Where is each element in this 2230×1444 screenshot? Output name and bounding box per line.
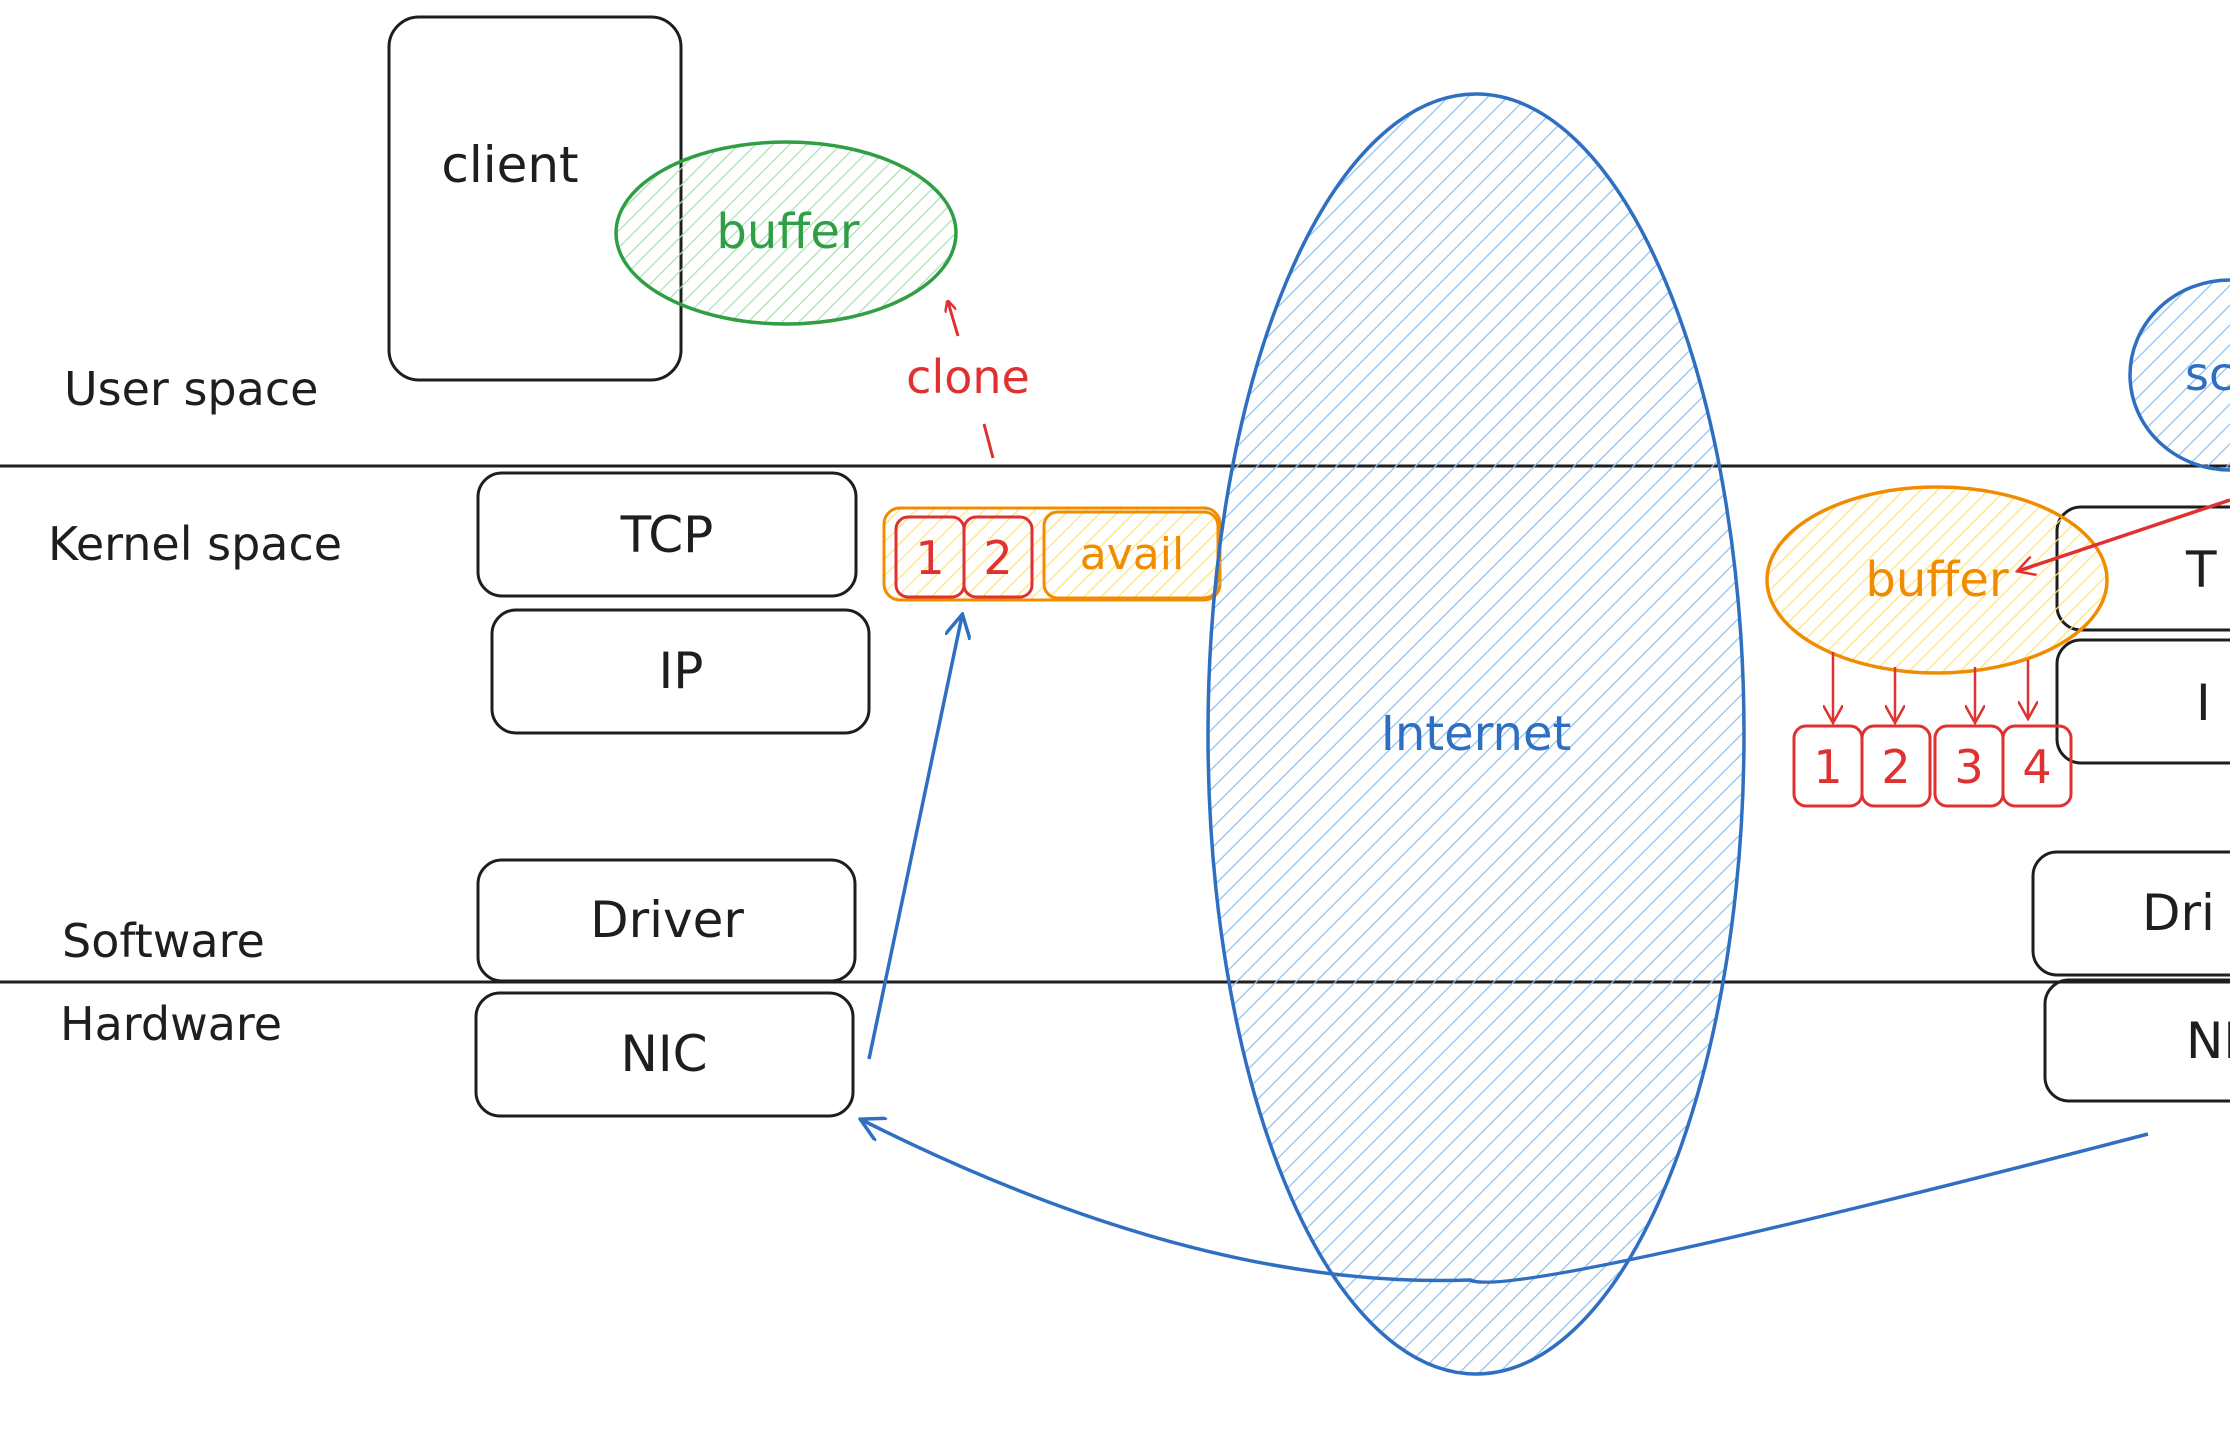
client-segment-label: 2 bbox=[983, 531, 1012, 585]
server-ip-label: I bbox=[2196, 674, 2211, 732]
server-segment bbox=[1860, 724, 1932, 808]
nic-to-ring-arrow bbox=[867, 616, 962, 1060]
server-nic-label: NI bbox=[2186, 1012, 2230, 1070]
client-avail-label: avail bbox=[1080, 529, 1184, 580]
client-driver-label: Driver bbox=[590, 891, 744, 949]
server-segment-label: 3 bbox=[1954, 740, 1983, 794]
client-tcp-label: TCP bbox=[620, 506, 714, 564]
server-write-arrow bbox=[2018, 498, 2230, 571]
client-segment bbox=[962, 515, 1034, 599]
server-tcp-label: T bbox=[2185, 541, 2217, 599]
client-nic-label: NIC bbox=[620, 1025, 707, 1083]
client-ip-label: IP bbox=[659, 642, 704, 700]
server-segment-label: 2 bbox=[1881, 740, 1910, 794]
client-label: client bbox=[441, 136, 578, 194]
layer-label-user-space: User space bbox=[64, 362, 318, 416]
client-buffer-label: buffer bbox=[716, 204, 859, 260]
internet-label: Internet bbox=[1381, 706, 1572, 762]
layer-label-hardware: Hardware bbox=[60, 997, 282, 1051]
server-nic-box bbox=[2043, 978, 2230, 1103]
client-ip-box bbox=[490, 608, 871, 735]
layer-label-software: Software bbox=[62, 914, 265, 968]
server-driver-box bbox=[2031, 850, 2230, 977]
server-buffer bbox=[1765, 485, 2109, 675]
server-buffer-label: buffer bbox=[1865, 552, 2008, 608]
server-segment-label: 4 bbox=[2022, 740, 2051, 794]
client-tcp-box bbox=[476, 471, 858, 598]
internet-cloud bbox=[1206, 92, 1746, 1376]
clone-arrow-upper bbox=[948, 302, 960, 337]
client-segment-label: 1 bbox=[915, 531, 944, 585]
client-driver-box bbox=[476, 858, 857, 983]
server-top-ellipse-label: sc bbox=[2185, 347, 2230, 401]
clone-arrow-lower bbox=[982, 423, 995, 459]
wire-arrow bbox=[862, 1120, 2149, 1284]
server-segment bbox=[2001, 724, 2073, 808]
clone-label: clone bbox=[906, 350, 1030, 404]
server-ip-box bbox=[2055, 638, 2230, 765]
client-nic-box bbox=[474, 991, 855, 1118]
client-buffer bbox=[614, 140, 958, 326]
server-top-ellipse bbox=[2128, 278, 2230, 472]
server-segment-label: 1 bbox=[1813, 740, 1842, 794]
server-driver-label: Dri bbox=[2142, 884, 2215, 942]
layer-label-kernel-space: Kernel space bbox=[48, 517, 342, 571]
